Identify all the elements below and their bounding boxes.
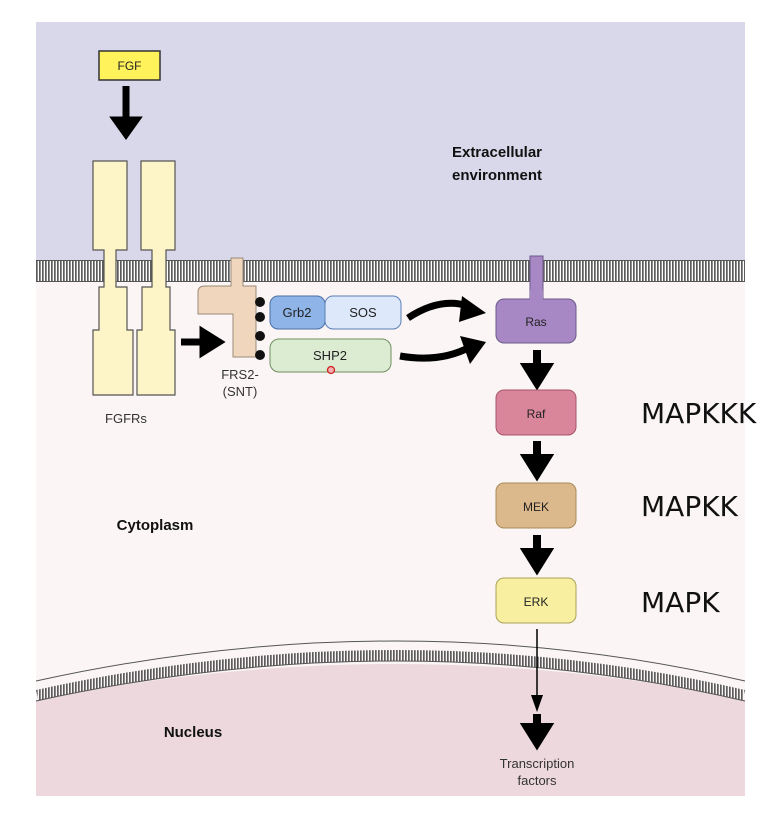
shp2-to-ras-arrow xyxy=(399,343,472,362)
raf-to-mek-arrow xyxy=(519,441,555,482)
nucleus-region xyxy=(36,664,745,796)
shp2-label: SHP2 xyxy=(313,348,347,363)
frs2-label: FRS2-(SNT) xyxy=(221,367,259,399)
sos-protein xyxy=(324,295,402,330)
phospho-site xyxy=(255,312,265,322)
mapk-label: MAPK xyxy=(641,586,720,619)
mek-label: MEK xyxy=(523,500,549,514)
mek-protein xyxy=(495,482,577,529)
mapkkk-label: MAPKKK xyxy=(641,397,757,430)
fgf-ligand xyxy=(98,50,161,81)
ras-joint xyxy=(530,290,543,304)
erk-translocation-arrowhead xyxy=(531,695,543,712)
shp2-to-ras-arrowhead xyxy=(460,336,486,364)
fgfr-label: FGFRs xyxy=(105,411,147,426)
frs2-adaptor xyxy=(197,257,257,358)
erk-protein xyxy=(495,577,577,624)
phospho-site xyxy=(255,331,265,341)
fgf-label: FGF xyxy=(118,59,142,73)
nuclear-envelope xyxy=(36,650,745,701)
mek-to-erk-arrow xyxy=(519,535,555,576)
nuclear-envelope-outer-edge xyxy=(35,640,746,682)
ras-label: Ras xyxy=(525,315,546,329)
phospho-site xyxy=(255,350,265,360)
fgfr-dimer xyxy=(92,160,176,396)
ras-to-raf-arrow xyxy=(519,350,555,391)
phospho-sites xyxy=(255,297,265,360)
grb2-label: Grb2 xyxy=(283,305,312,320)
fgf-binding-arrow xyxy=(109,86,143,141)
raf-protein xyxy=(495,389,577,436)
plasma-membrane xyxy=(36,260,745,282)
sos-to-ras-arrowhead xyxy=(459,296,486,322)
fgfr-chain-left xyxy=(92,160,134,396)
phospho-site xyxy=(255,297,265,307)
receptor-to-frs2-arrow xyxy=(181,325,226,359)
erk-label: ERK xyxy=(524,595,549,609)
raf-label: Raf xyxy=(527,407,546,421)
mapkk-label: MAPKK xyxy=(641,490,739,523)
cytoplasm-label: Cytoplasm xyxy=(117,517,194,534)
sos-label: SOS xyxy=(349,305,377,320)
fgfr-chain-right xyxy=(136,160,176,396)
transcription-arrow xyxy=(519,714,555,751)
nuclear-envelope-inner-edge xyxy=(35,660,746,702)
cursor-marker xyxy=(326,365,336,375)
nucleus-label: Nucleus xyxy=(164,724,222,741)
